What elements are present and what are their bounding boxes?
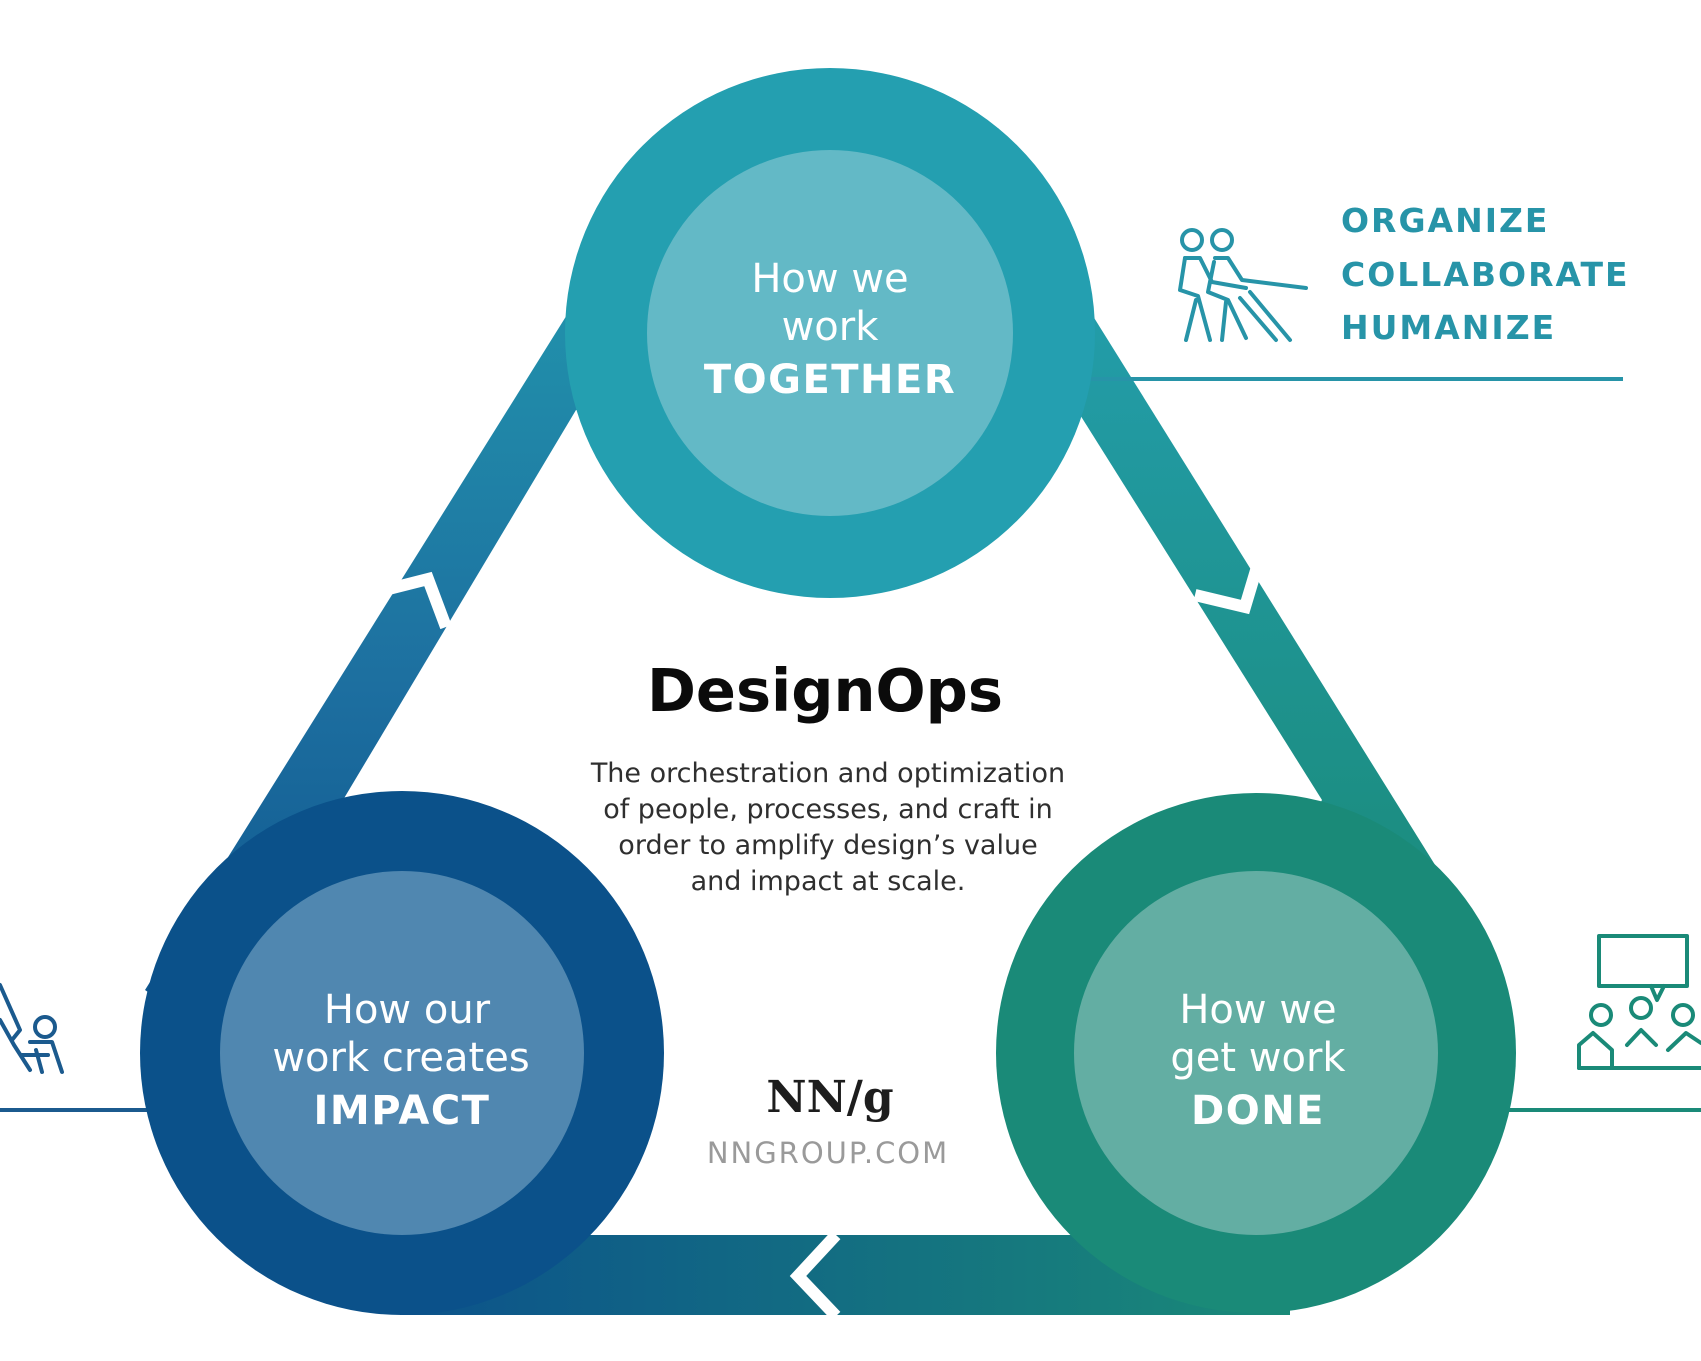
node-together-emphasis: TOGETHER xyxy=(704,357,956,403)
band-bottom xyxy=(400,1235,1290,1315)
node-impact-inner xyxy=(220,871,584,1235)
center-description-line-2: of people, processes, and craft in xyxy=(603,794,1053,825)
node-done: How we get work DONE xyxy=(996,793,1516,1313)
keyword-collaborate: COLLABORATE xyxy=(1341,255,1630,294)
node-together: How we work TOGETHER xyxy=(565,68,1095,598)
tug-of-war-team-icon xyxy=(1178,228,1308,342)
node-impact-emphasis: IMPACT xyxy=(314,1088,491,1134)
team-meeting-icon xyxy=(1577,934,1701,1070)
node-together-line-2: work xyxy=(782,304,880,350)
chevron-bottom-icon xyxy=(789,1230,841,1321)
center-title: DesignOps xyxy=(647,656,1003,725)
node-done-emphasis: DONE xyxy=(1191,1088,1325,1134)
center-description-line-1: The orchestration and optimization xyxy=(590,758,1065,789)
person-presenting-icon xyxy=(0,983,64,1074)
node-done-line-1: How we xyxy=(1179,987,1336,1033)
node-done-line-2: get work xyxy=(1170,1035,1346,1081)
node-together-line-1: How we xyxy=(751,256,908,302)
keyword-humanize: HUMANIZE xyxy=(1341,308,1556,347)
center-description-line-4: and impact at scale. xyxy=(691,866,966,897)
node-impact-line-2: work creates xyxy=(272,1035,529,1081)
brand-logo: NN/g xyxy=(766,1072,893,1123)
node-impact-line-1: How our xyxy=(324,987,491,1033)
node-done-inner xyxy=(1074,871,1438,1235)
brand-url: NNGROUP.COM xyxy=(707,1136,949,1170)
center-description-line-3: order to amplify design’s value xyxy=(618,830,1037,861)
chevron-left-icon xyxy=(375,571,452,630)
node-together-inner xyxy=(647,150,1013,516)
keyword-organize: ORGANIZE xyxy=(1341,201,1549,240)
chevron-right-icon xyxy=(1193,555,1266,615)
node-impact: How our work creates IMPACT xyxy=(140,791,664,1315)
